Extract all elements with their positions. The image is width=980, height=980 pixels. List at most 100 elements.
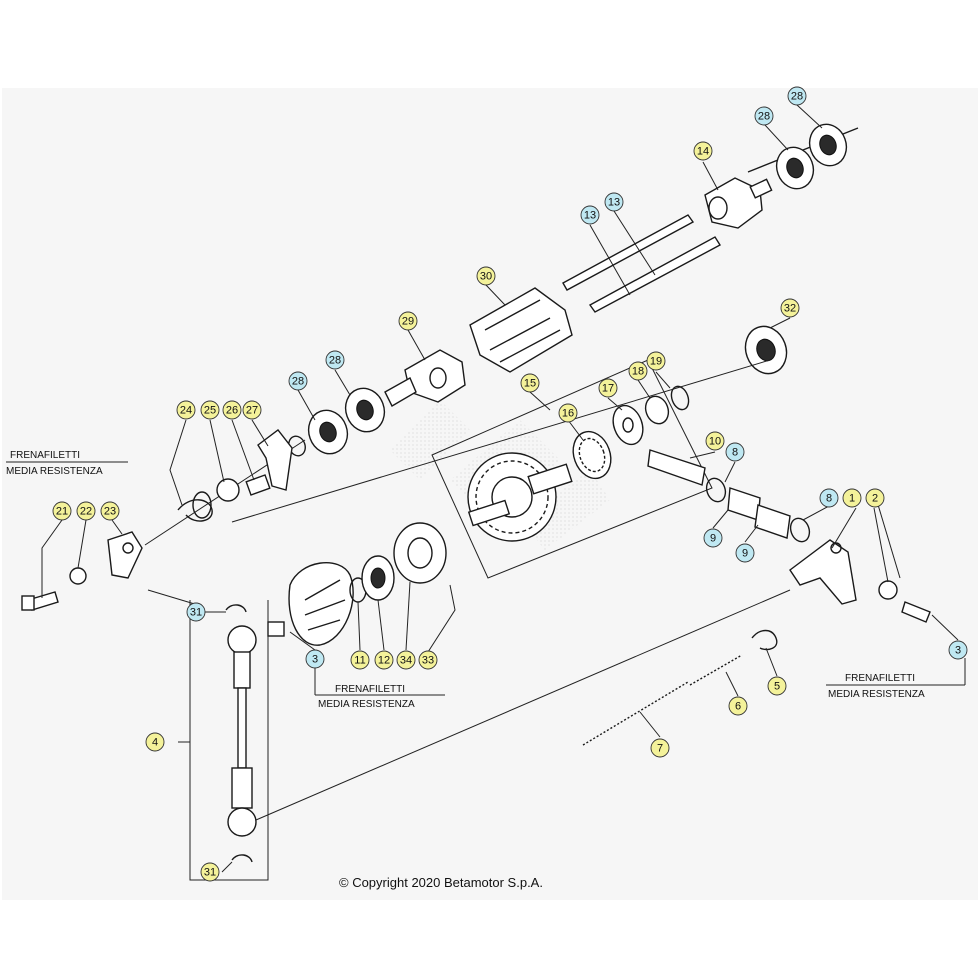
callout-31: 31: [200, 862, 220, 882]
callout-25: 25: [200, 400, 220, 420]
callout-circle: [703, 528, 723, 548]
callout-number: 13: [584, 210, 596, 222]
callout-number: 21: [56, 506, 68, 518]
callout-circle: [398, 311, 418, 331]
callout-number: 28: [791, 91, 803, 103]
callout-29: 29: [398, 311, 418, 331]
callout-number: 16: [562, 408, 574, 420]
callout-11: 11: [350, 650, 370, 670]
callout-9: 9: [735, 543, 755, 563]
callout-8: 8: [819, 488, 839, 508]
callout-circle: [787, 86, 807, 106]
callout-12: 12: [374, 650, 394, 670]
callout-circle: [598, 378, 618, 398]
callout-3: 3: [305, 649, 325, 669]
fork-29: [384, 349, 466, 407]
callout-number: 31: [190, 607, 202, 619]
fork-body-30: [469, 287, 573, 373]
callout-circle: [865, 488, 885, 508]
callout-number: 4: [152, 737, 158, 749]
callout-14: 14: [693, 141, 713, 161]
callout-circle: [374, 650, 394, 670]
callout-34: 34: [396, 650, 416, 670]
callout-13: 13: [604, 192, 624, 212]
label-frenafiletti-mid-line1: FRENAFILETTI: [335, 684, 405, 695]
callout-circle: [754, 106, 774, 126]
callout-8: 8: [725, 442, 745, 462]
bearing-16: [572, 430, 612, 480]
callout-number: 8: [732, 447, 738, 459]
callout-circle: [693, 141, 713, 161]
callout-24: 24: [176, 400, 196, 420]
callout-27: 27: [242, 400, 262, 420]
callout-28: 28: [325, 350, 345, 370]
bearing-32: [744, 325, 788, 375]
callout-4: 4: [145, 732, 165, 752]
callout-28: 28: [787, 86, 807, 106]
callout-number: 1: [849, 493, 855, 505]
callout-number: 28: [292, 376, 304, 388]
callout-number: 27: [246, 405, 258, 417]
callout-circle: [52, 501, 72, 521]
callout-number: 32: [784, 303, 796, 315]
callout-number: 25: [204, 405, 216, 417]
callout-number: 2: [872, 493, 878, 505]
callout-number: 7: [657, 743, 663, 755]
callout-circle: [186, 602, 206, 622]
callout-circle: [558, 403, 578, 423]
leader-lines: [41, 104, 959, 881]
callout-6: 6: [728, 696, 748, 716]
callout-number: 11: [354, 655, 365, 667]
callout-number: 9: [710, 533, 716, 545]
callout-circle: [842, 488, 862, 508]
callout-circle: [242, 400, 262, 420]
gear-group-box: [431, 359, 713, 579]
callout-circle: [780, 298, 800, 318]
callout-7: 7: [650, 738, 670, 758]
callout-number: 5: [774, 681, 780, 693]
callout-number: 22: [80, 506, 92, 518]
spring-5: [751, 629, 778, 651]
callout-circle: [705, 431, 725, 451]
copyright-text: © Copyright 2020 Betamotor S.p.A.: [339, 875, 543, 890]
callout-16: 16: [558, 403, 578, 423]
connecting-rod-4: [225, 604, 257, 863]
callout-circle: [767, 676, 787, 696]
callout-circle: [604, 192, 624, 212]
callout-3: 3: [948, 640, 968, 660]
bearing-28-top-pair: [747, 123, 859, 190]
callout-33: 33: [418, 650, 438, 670]
spring-7: [582, 681, 689, 746]
callout-circle: [200, 862, 220, 882]
spring-24-group: [177, 429, 293, 522]
callout-circle: [176, 400, 196, 420]
callout-circle: [735, 543, 755, 563]
callout-28: 28: [754, 106, 774, 126]
bearing-28-middle-pair: [288, 387, 386, 457]
callout-number: 23: [104, 506, 116, 518]
callout-number: 34: [400, 655, 412, 667]
callout-30: 30: [476, 266, 496, 286]
label-frenafiletti-mid: FRENAFILETTI MEDIA RESISTENZA: [314, 668, 445, 710]
callout-number: 26: [226, 405, 238, 417]
callout-number: 17: [602, 383, 614, 395]
callout-circle: [476, 266, 496, 286]
callout-22: 22: [76, 501, 96, 521]
callout-number: 24: [180, 405, 192, 417]
callout-number: 28: [758, 111, 770, 123]
callout-circle: [200, 400, 220, 420]
gear-15: [467, 452, 573, 542]
callout-number: 3: [312, 654, 318, 666]
callout-circle: [305, 649, 325, 669]
label-frenafiletti-right-line2: MEDIA RESISTENZA: [828, 689, 925, 700]
callout-19: 19: [646, 351, 666, 371]
callout-circle: [145, 732, 165, 752]
callout-28: 28: [288, 371, 308, 391]
label-frenafiletti-right-line1: FRENAFILETTI: [845, 673, 915, 684]
callout-circle: [819, 488, 839, 508]
callout-circle: [100, 501, 120, 521]
label-frenafiletti-left: FRENAFILETTI MEDIA RESISTENZA: [6, 450, 128, 477]
callout-number: 18: [632, 366, 644, 378]
callout-circle: [222, 400, 242, 420]
callout-number: 33: [422, 655, 434, 667]
